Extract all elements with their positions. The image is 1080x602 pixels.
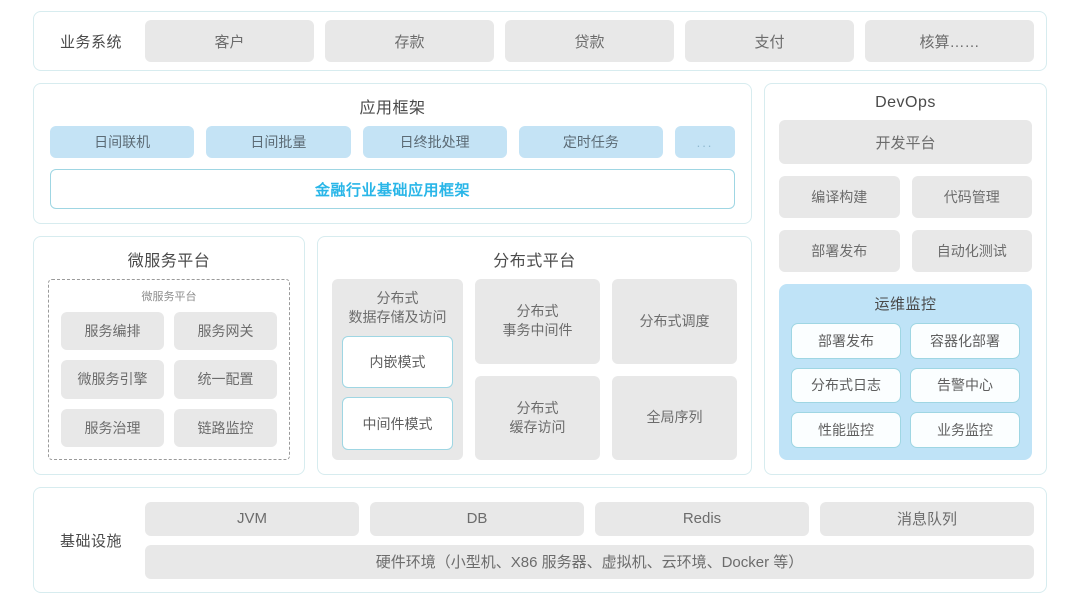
microservice-platform-title: 微服务平台 [127, 253, 211, 270]
infra-chip-db[interactable]: DB [370, 501, 584, 536]
dist-cell-2-line2: 缓存访问 [509, 418, 566, 435]
ms-cell-microservice-engine[interactable]: 微服务引擎 [61, 360, 164, 399]
platform-lower-row: 微服务平台 微服务平台 服务编排 服务网关 微服务引擎 统一配置 服务治理 链路… [33, 236, 752, 475]
infrastructure-hardware-environment[interactable]: 硬件环境（小型机、X86 服务器、虚拟机、云环境、Docker 等） [145, 544, 1034, 579]
devops-body: 开发平台 编译构建 代码管理 部署发布 自动化测试 运维监控 部署发布 容器化部… [765, 120, 1046, 474]
ops-cell-distributed-log[interactable]: 分布式日志 [791, 367, 901, 404]
application-framework-chip-row: 日间联机 日间批量 日终批处理 定时任务 ... [50, 126, 735, 158]
dist-cell-0-line1: 分布式 [516, 303, 559, 320]
dist-cell-3-line1: 全局序列 [646, 409, 703, 426]
devops-cell-automated-test[interactable]: 自动化测试 [911, 230, 1032, 272]
ms-cell-service-orchestration[interactable]: 服务编排 [61, 312, 164, 351]
infra-chip-message-queue[interactable]: 消息队列 [820, 501, 1034, 536]
devops-cell-build[interactable]: 编译构建 [779, 176, 900, 218]
storage-mode-middleware[interactable]: 中间件模式 [342, 397, 453, 450]
infrastructure-row: 基础设施 JVM DB Redis 消息队列 硬件环境（小型机、X86 服务器、… [33, 487, 1047, 593]
ms-cell-unified-config[interactable]: 统一配置 [174, 360, 277, 399]
platform-middle-section: 应用框架 日间联机 日间批量 日终批处理 定时任务 ... 金融行业基础应用框架… [33, 83, 1047, 475]
business-systems-row: 业务系统 客户 存款 贷款 支付 核算…… [33, 11, 1047, 71]
distributed-body: 分布式 数据存储及访问 内嵌模式 中间件模式 分布式事务中间件 [318, 279, 751, 474]
devops-cell-grid: 编译构建 代码管理 部署发布 自动化测试 [779, 176, 1032, 272]
ms-cell-service-gateway[interactable]: 服务网关 [174, 312, 277, 351]
infrastructure-chip-row: JVM DB Redis 消息队列 [145, 501, 1034, 536]
dist-cell-scheduling[interactable]: 分布式调度 [612, 279, 737, 364]
microservice-platform-card: 微服务平台 微服务平台 服务编排 服务网关 微服务引擎 统一配置 服务治理 链路… [33, 236, 305, 475]
dist-cell-2-line1: 分布式 [516, 399, 559, 416]
devops-development-platform[interactable]: 开发平台 [779, 120, 1032, 164]
app-chip-daytime-online[interactable]: 日间联机 [50, 126, 195, 158]
distributed-storage-title: 分布式 数据存储及访问 [349, 289, 447, 336]
dist-cell-cache-access[interactable]: 分布式缓存访问 [475, 375, 600, 460]
microservice-dashed-group: 微服务平台 服务编排 服务网关 微服务引擎 统一配置 服务治理 链路监控 [48, 279, 290, 460]
dist-cell-global-sequence[interactable]: 全局序列 [612, 375, 737, 460]
business-system-loan[interactable]: 贷款 [505, 20, 674, 62]
business-system-deposit[interactable]: 存款 [325, 20, 494, 62]
infrastructure-label: 基础设施 [59, 532, 122, 550]
business-systems-label: 业务系统 [59, 33, 122, 51]
app-chip-eod-batch[interactable]: 日终批处理 [362, 126, 507, 158]
ops-cell-business-monitoring[interactable]: 业务监控 [910, 412, 1020, 448]
business-system-customer[interactable]: 客户 [145, 20, 314, 62]
distributed-storage-box[interactable]: 分布式 数据存储及访问 内嵌模式 中间件模式 [332, 279, 463, 460]
ops-cell-deploy-release[interactable]: 部署发布 [791, 323, 901, 359]
dist-cell-1-line1: 分布式调度 [639, 312, 710, 329]
distributed-storage-title-line1: 分布式 [376, 290, 419, 306]
distributed-platform-title: 分布式平台 [493, 253, 576, 270]
devops-cell-deploy-release[interactable]: 部署发布 [779, 230, 900, 272]
ops-cell-alert-center[interactable]: 告警中心 [910, 367, 1020, 404]
ops-cell-performance-monitoring[interactable]: 性能监控 [791, 412, 901, 448]
ops-cell-container-deploy[interactable]: 容器化部署 [910, 323, 1020, 359]
application-framework-card: 应用框架 日间联机 日间批量 日终批处理 定时任务 ... 金融行业基础应用框架 [33, 83, 752, 224]
dist-cell-0-line2: 事务中间件 [502, 322, 573, 339]
platform-left-column: 应用框架 日间联机 日间批量 日终批处理 定时任务 ... 金融行业基础应用框架… [33, 83, 752, 475]
business-system-payment[interactable]: 支付 [685, 20, 854, 62]
ops-monitoring-grid: 部署发布 容器化部署 分布式日志 告警中心 性能监控 业务监控 [791, 323, 1020, 448]
distributed-cell-grid: 分布式事务中间件 分布式调度 分布式缓存访问 全局序列 [475, 279, 737, 460]
application-framework-title: 应用框架 [359, 100, 426, 117]
distributed-storage-title-line2: 数据存储及访问 [348, 308, 447, 325]
app-chip-more[interactable]: ... [675, 126, 735, 158]
dist-cell-transaction-middleware[interactable]: 分布式事务中间件 [475, 279, 600, 364]
app-chip-daytime-batch[interactable]: 日间批量 [206, 126, 351, 158]
finance-base-framework-banner: 金融行业基础应用框架 [50, 169, 735, 209]
devops-title: DevOps [875, 94, 936, 111]
ops-monitoring-panel: 运维监控 部署发布 容器化部署 分布式日志 告警中心 性能监控 业务监控 [779, 284, 1032, 460]
ops-monitoring-title: 运维监控 [874, 296, 937, 313]
ms-cell-trace-monitoring[interactable]: 链路监控 [174, 408, 277, 447]
business-system-accounting[interactable]: 核算…… [865, 20, 1034, 62]
distributed-storage-column: 分布式 数据存储及访问 内嵌模式 中间件模式 [332, 279, 463, 460]
distributed-platform-card: 分布式平台 分布式 数据存储及访问 内嵌模式 中间件模式 [317, 236, 752, 475]
microservice-cell-grid: 服务编排 服务网关 微服务引擎 统一配置 服务治理 链路监控 [61, 312, 277, 447]
devops-card: DevOps 开发平台 编译构建 代码管理 部署发布 自动化测试 运维监控 部署… [764, 83, 1047, 475]
app-chip-scheduled-task[interactable]: 定时任务 [518, 126, 663, 158]
infra-chip-redis[interactable]: Redis [595, 501, 809, 536]
devops-cell-code-management[interactable]: 代码管理 [911, 176, 1032, 218]
infra-chip-jvm[interactable]: JVM [145, 501, 359, 536]
storage-mode-embedded[interactable]: 内嵌模式 [342, 335, 453, 389]
microservice-platform-subtitle: 微服务平台 [141, 291, 197, 303]
infrastructure-content: JVM DB Redis 消息队列 硬件环境（小型机、X86 服务器、虚拟机、云… [145, 501, 1034, 579]
ms-cell-service-governance[interactable]: 服务治理 [61, 408, 164, 447]
